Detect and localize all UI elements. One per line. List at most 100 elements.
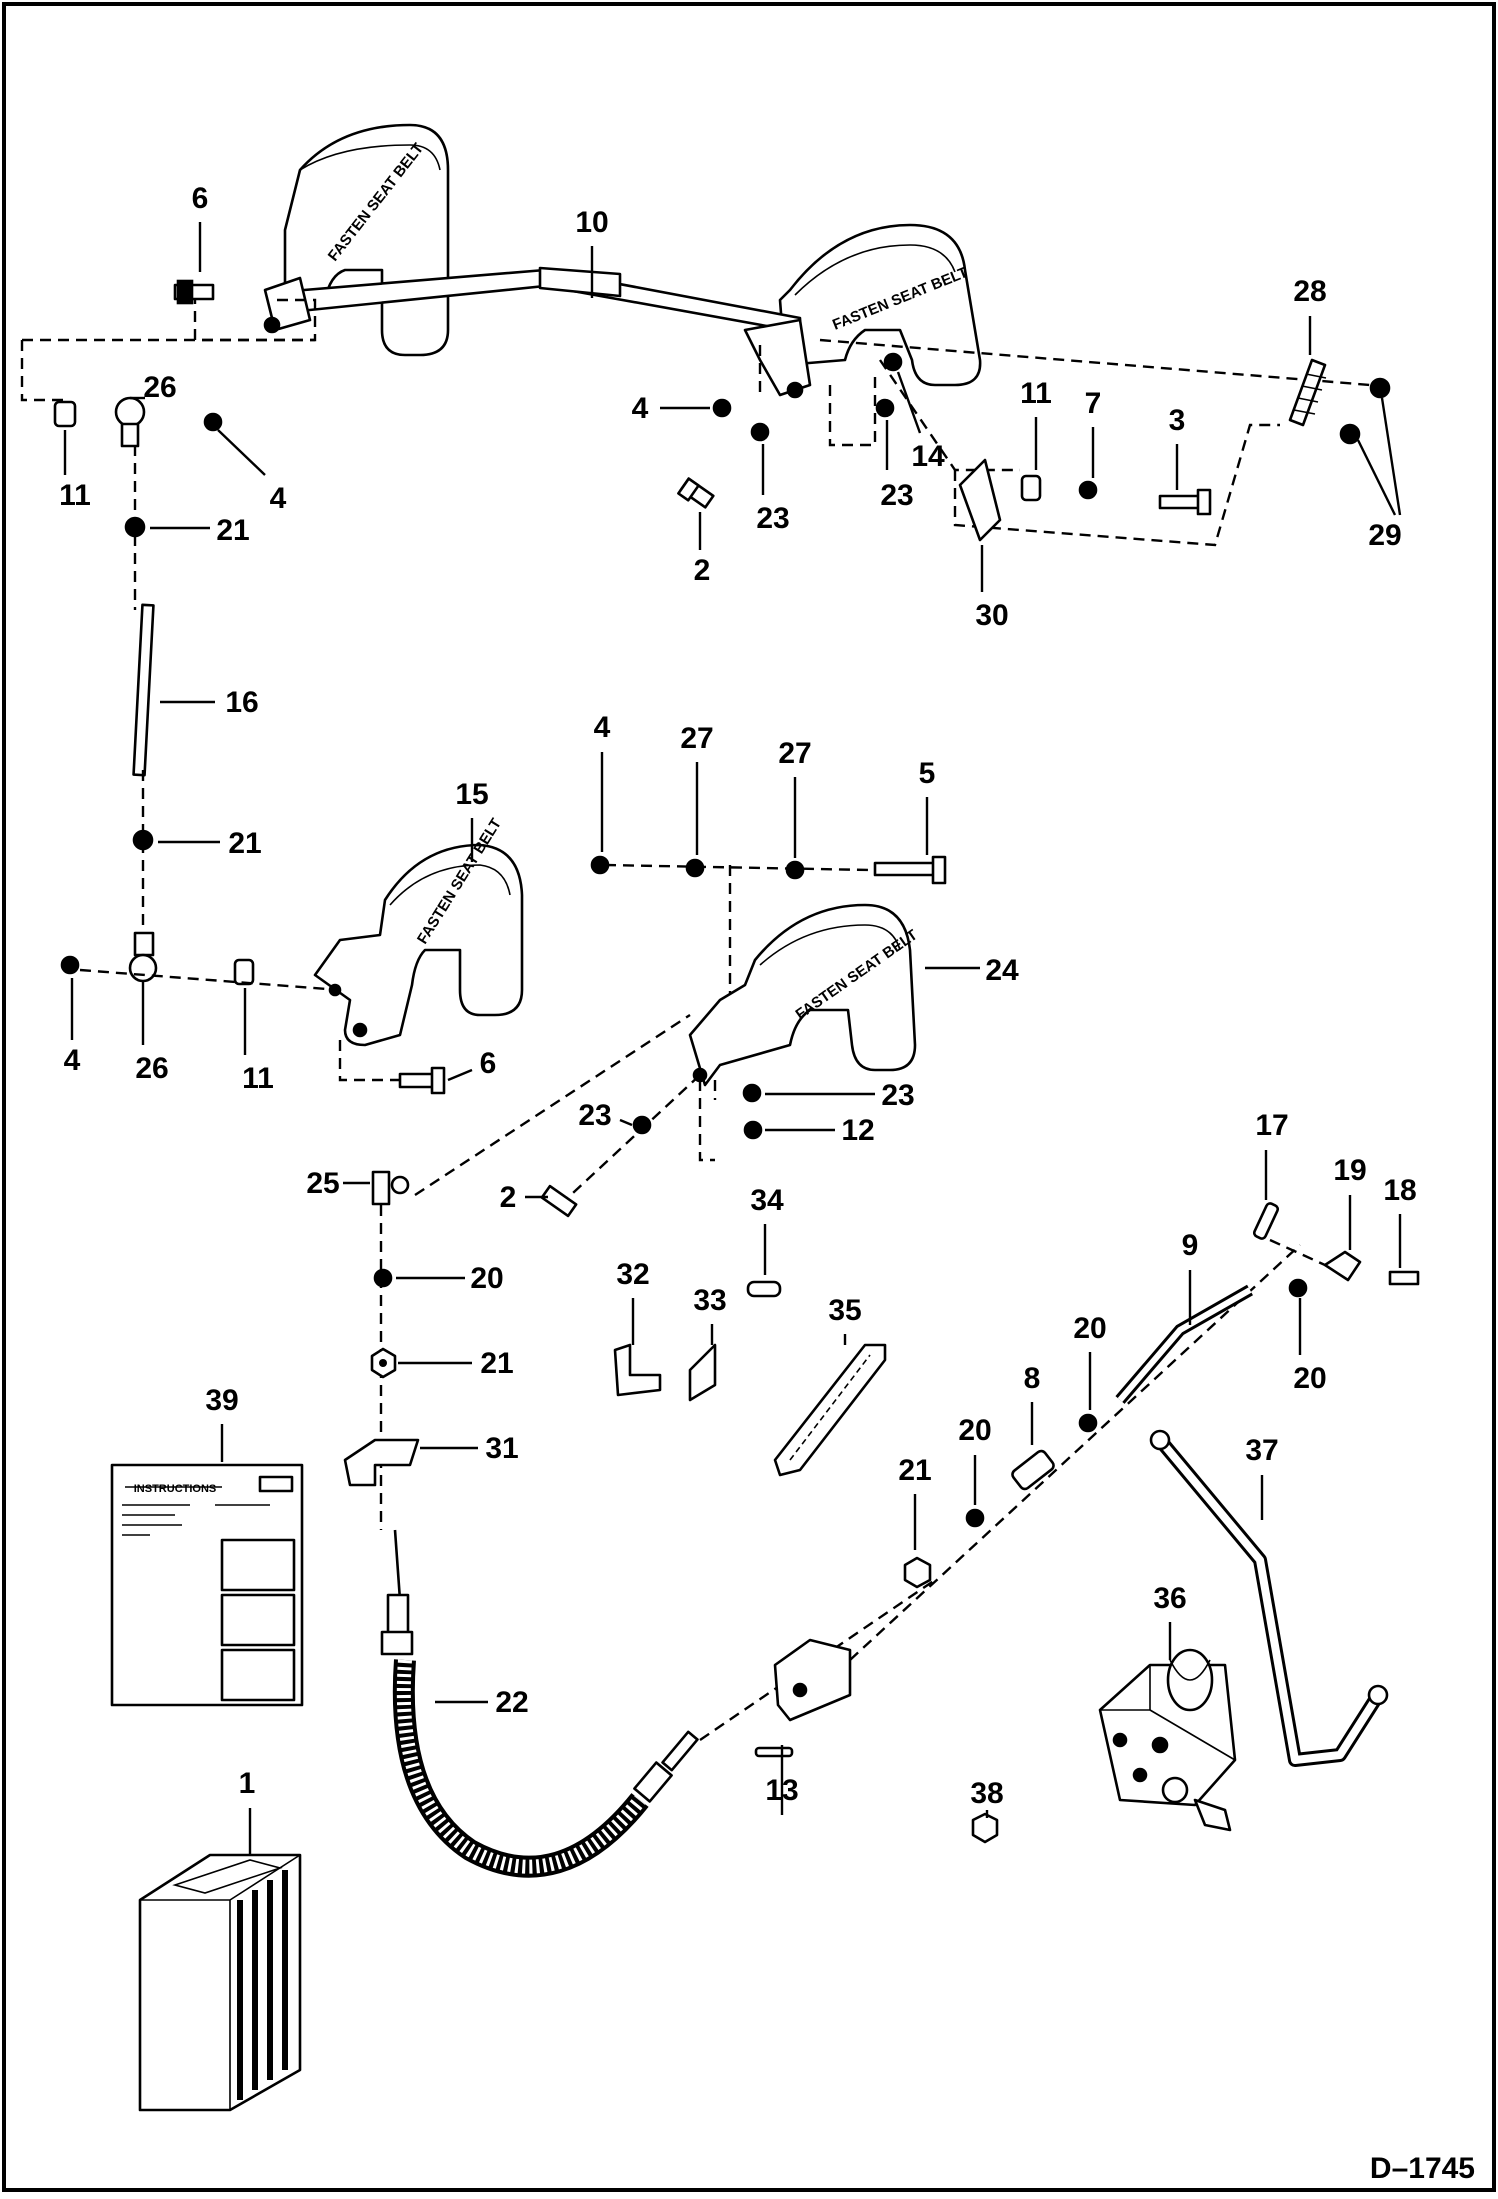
callout-20-left: 20 bbox=[470, 1262, 503, 1295]
seat-bar-guard-15: FASTEN SEAT BELT bbox=[313, 816, 524, 1047]
connector-8 bbox=[1011, 1449, 1055, 1491]
callout-36: 36 bbox=[1153, 1582, 1186, 1615]
callout-31: 31 bbox=[485, 1432, 518, 1465]
nut-21-linkage bbox=[903, 1556, 932, 1589]
bolt-6-upper bbox=[173, 279, 215, 305]
callout-19: 19 bbox=[1333, 1154, 1366, 1187]
callout-21-upper: 21 bbox=[216, 514, 249, 547]
callout-35: 35 bbox=[828, 1294, 861, 1327]
callout-8: 8 bbox=[1024, 1362, 1041, 1395]
seat-bar-upper-right-guard: FASTEN SEAT BELT bbox=[778, 223, 982, 387]
nut-29-a bbox=[1369, 377, 1391, 399]
instruction-card-heading: INSTRUCTIONS bbox=[134, 1483, 217, 1495]
nut-21-mid bbox=[132, 829, 154, 851]
callout-37: 37 bbox=[1245, 1434, 1278, 1467]
leader-bolt-5-drop bbox=[720, 865, 732, 1002]
callout-33: 33 bbox=[693, 1284, 726, 1317]
callout-4-upper-center: 4 bbox=[632, 392, 649, 425]
nut-29-b bbox=[1339, 423, 1361, 445]
box-1 bbox=[138, 1853, 302, 2112]
nut-23-upper-b bbox=[875, 398, 895, 418]
callout-4-mid: 4 bbox=[594, 711, 611, 744]
callout-11-lower: 11 bbox=[242, 1062, 274, 1095]
nut-20-linkage-b bbox=[1078, 1413, 1098, 1433]
callout-6-upper: 6 bbox=[192, 182, 209, 215]
bushing-11-upper bbox=[53, 400, 77, 428]
leader-pin-17 bbox=[1269, 1238, 1326, 1267]
callout-30: 30 bbox=[975, 599, 1008, 632]
leader-upper-frame bbox=[20, 338, 315, 402]
bolt-18 bbox=[1388, 1270, 1420, 1286]
cable-22 bbox=[380, 1529, 699, 1878]
valve-36 bbox=[1098, 1648, 1237, 1832]
nut-23-mid-b bbox=[632, 1115, 652, 1135]
callout-38: 38 bbox=[970, 1777, 1003, 1810]
bolt-2-upper bbox=[677, 477, 715, 509]
instruction-card-39: INSTRUCTIONS bbox=[110, 1463, 304, 1707]
bolt-2-lower bbox=[540, 1184, 578, 1218]
bolt-5 bbox=[873, 855, 947, 885]
nut-14 bbox=[883, 352, 903, 372]
callout-15: 15 bbox=[455, 778, 488, 811]
callout-5: 5 bbox=[919, 757, 936, 790]
callout-16: 16 bbox=[225, 686, 258, 719]
nut-20-left bbox=[373, 1268, 393, 1288]
bushing-11-lower bbox=[233, 958, 255, 986]
spring-28 bbox=[1288, 358, 1327, 427]
nut-4-lower-left bbox=[60, 955, 80, 975]
callout-7: 7 bbox=[1085, 387, 1102, 420]
nut-4-upper-center bbox=[712, 398, 732, 418]
callout-21-left-lower: 21 bbox=[480, 1347, 513, 1380]
nut-23-mid-a bbox=[742, 1083, 762, 1103]
callout-20-linkage-a: 20 bbox=[958, 1414, 991, 1447]
pin-34 bbox=[746, 1280, 782, 1298]
callout-2-lower: 2 bbox=[500, 1181, 517, 1214]
strip-35 bbox=[773, 1343, 887, 1477]
callout-4-upper-left: 4 bbox=[270, 482, 287, 515]
drawing-number: D–1745 bbox=[1370, 2152, 1475, 2185]
leader-guard-24-diagonal bbox=[414, 1013, 691, 1197]
callout-18: 18 bbox=[1383, 1174, 1416, 1207]
callout-9: 9 bbox=[1182, 1229, 1199, 1262]
callout-29: 29 bbox=[1368, 519, 1401, 552]
callout-25: 25 bbox=[306, 1167, 339, 1200]
washer-27-a bbox=[685, 858, 705, 878]
nut-38 bbox=[971, 1812, 999, 1844]
seat-bar-guard-24: FASTEN SEAT BELT bbox=[688, 903, 921, 1087]
seat-bar-tube bbox=[263, 266, 812, 399]
callout-6-lower: 6 bbox=[480, 1047, 497, 1080]
callout-20-right: 20 bbox=[1293, 1362, 1326, 1395]
rod-end-26-upper bbox=[114, 396, 146, 448]
clevis-19 bbox=[1323, 1250, 1362, 1282]
bolt-3 bbox=[1158, 488, 1212, 516]
clamp-25 bbox=[371, 1170, 410, 1206]
callout-26-upper: 26 bbox=[143, 371, 176, 404]
nut-12 bbox=[743, 1120, 763, 1140]
callout-34: 34 bbox=[750, 1184, 784, 1217]
callout-14: 14 bbox=[911, 440, 945, 473]
leader-upper-mid bbox=[828, 375, 877, 447]
angle-33 bbox=[688, 1343, 717, 1402]
callout-23-upper-b: 23 bbox=[880, 479, 913, 512]
callout-3: 3 bbox=[1169, 404, 1186, 437]
callout-28: 28 bbox=[1293, 275, 1326, 308]
bushing-11-right bbox=[1020, 474, 1042, 502]
callout-23-upper-a: 23 bbox=[756, 502, 789, 535]
nut-4-upper-left bbox=[203, 412, 223, 432]
callout-23-mid-a: 23 bbox=[881, 1079, 914, 1112]
leader-lower-left-line bbox=[79, 968, 341, 992]
leader-upper-bracket bbox=[879, 359, 1020, 472]
callout-23-mid-b: 23 bbox=[578, 1099, 611, 1132]
bracket-30 bbox=[958, 458, 1002, 542]
leader-guard-15-down bbox=[338, 1040, 400, 1082]
nut-23-upper-a bbox=[750, 422, 770, 442]
callout-11-right: 11 bbox=[1020, 377, 1052, 410]
callout-24: 24 bbox=[985, 954, 1019, 987]
nut-21-upper bbox=[124, 516, 146, 538]
callout-22: 22 bbox=[495, 1686, 528, 1719]
angle-32 bbox=[613, 1343, 662, 1397]
callout-21-mid: 21 bbox=[228, 827, 261, 860]
pin-17 bbox=[1252, 1202, 1280, 1240]
